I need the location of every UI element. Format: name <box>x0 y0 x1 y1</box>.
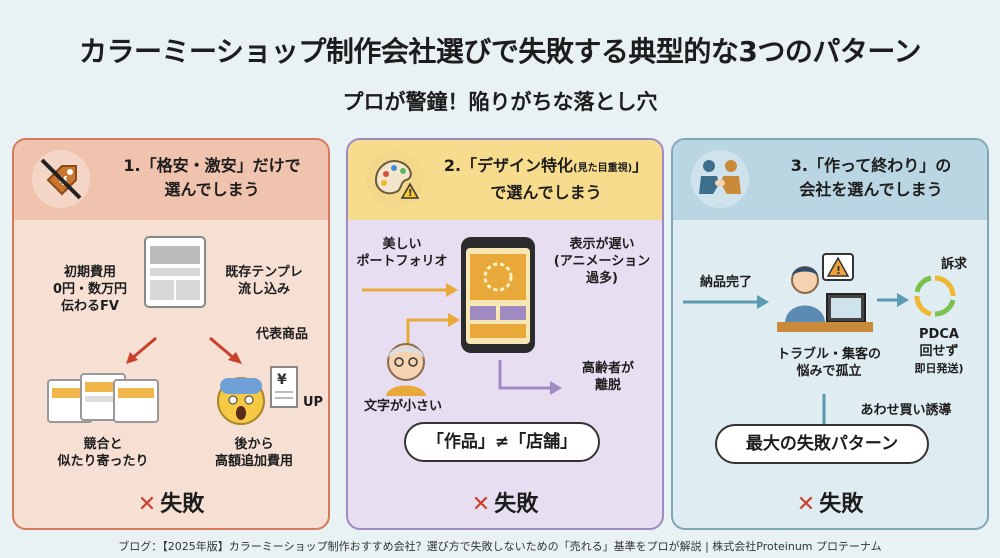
panel-header: ¥ 1.「格安・激安」だけで 選んでしまう <box>14 140 328 220</box>
panel-design-focus: ! 2.「デザイン特化(見た目重視)」 で選んでしまう 美しい ポートフォリオ … <box>346 138 664 530</box>
result-text: 失敗 <box>494 492 539 517</box>
label-up: UP <box>302 395 324 410</box>
heading-line2: 会社を選んでしまう <box>799 180 943 199</box>
result-text: 失敗 <box>819 492 864 517</box>
result-fail: ✕失敗 <box>14 486 328 518</box>
label-trouble: トラブル・集客の 悩みで孤立 <box>776 347 881 379</box>
arrow-elderly-icon <box>498 360 562 395</box>
palette-warning-icon: ! <box>366 150 424 208</box>
receipt-icon: ¥ <box>270 366 298 408</box>
result-fail: ✕失敗 <box>673 486 987 518</box>
heading-line2: で選んでしまう <box>490 183 602 202</box>
arrow-delivery-icon <box>683 295 769 309</box>
panel-header: ! 2.「デザイン特化(見た目重視)」 で選んでしまう <box>348 140 662 220</box>
label-pdca: PDCA 回せず 即日発送) <box>914 327 964 375</box>
similar-shops-icon <box>47 373 159 423</box>
heading-line2: 選んでしまう <box>164 180 260 199</box>
bubble-work-vs-store: 「作品」≠「店舗」 <box>404 422 600 462</box>
no-price-tag-icon: ¥ <box>32 150 90 208</box>
worried-worker-icon: ! <box>777 253 873 332</box>
shocked-face-icon <box>217 377 265 425</box>
heading-line1: 2.「デザイン特化(見た目重視)」 <box>443 156 649 175</box>
label-cross-sell: あわせ買い誘導 <box>860 403 952 418</box>
label-template: 既存テンプレ 流し込み <box>225 265 303 297</box>
footer-source: ブログ：【2025年版】カラーミーショップ制作おすすめ会社？選び方で失敗しないた… <box>118 540 882 553</box>
bubble-worst-pattern: 最大の失敗パターン <box>715 424 929 464</box>
label-extra-cost: 後から 高額追加費用 <box>214 437 293 469</box>
pdca-cycle-icon <box>914 275 956 317</box>
panel-heading: 2.「デザイン特化(見た目重視)」 で選んでしまう <box>430 154 662 205</box>
panel-cheap-price: ¥ 1.「格安・激安」だけで 選んでしまう 初期費用 0円・数万円 伝わるFV … <box>12 138 330 530</box>
smartphone-icon <box>461 237 535 353</box>
arrow-portfolio-icon <box>362 283 458 297</box>
label-appeal: 訴求 <box>940 257 967 272</box>
fail-x-icon: ✕ <box>471 492 491 517</box>
label-portfolio: 美しい ポートフォリオ <box>356 237 448 269</box>
arrow-right-icon <box>209 336 242 364</box>
arrow-left-icon <box>126 336 157 364</box>
label-delivery: 納品完了 <box>699 275 752 290</box>
label-elderly: 高齢者が 離脱 <box>581 361 634 393</box>
heading-line1: 1.「格安・激安」だけで <box>123 156 301 175</box>
fail-x-icon: ✕ <box>137 492 157 517</box>
svg-text:!: ! <box>408 188 413 199</box>
page-subtitle: プロが警鐘！陥りがちな落とし穴 <box>342 90 658 114</box>
result-fail: ✕失敗 <box>348 486 662 518</box>
heading-line1: 3.「作って終わり」の <box>790 156 952 175</box>
label-similar: 競合と 似たり寄ったり <box>57 437 149 469</box>
arrow-pdca-icon <box>877 293 909 307</box>
page-title: カラーミーショップ制作会社選びで失敗する典型的な3つのパターン <box>78 35 922 68</box>
elderly-person-icon <box>386 343 426 396</box>
svg-text:!: ! <box>836 264 841 277</box>
fail-x-icon: ✕ <box>796 492 816 517</box>
label-product: 代表商品 <box>255 327 308 342</box>
panel-build-and-done: 3.「作って終わり」の 会社を選んでしまう 納品完了 ! トラブル・集客の 悩み… <box>671 138 989 530</box>
template-wireframe-icon <box>144 236 206 308</box>
panel-heading: 1.「格安・激安」だけで 選んでしまう <box>96 154 328 202</box>
handshake-icon <box>691 150 749 208</box>
result-text: 失敗 <box>160 492 205 517</box>
panel-header: 3.「作って終わり」の 会社を選んでしまう <box>673 140 987 220</box>
arrow-small-text-icon <box>406 313 460 346</box>
panel-heading: 3.「作って終わり」の 会社を選んでしまう <box>755 154 987 202</box>
label-slow: 表示が遅い (アニメーション 過多) <box>553 237 651 286</box>
label-small-text: 文字が小さい <box>363 399 442 414</box>
svg-text:¥: ¥ <box>277 372 287 388</box>
label-initial-cost: 初期費用 0円・数万円 伝わるFV <box>52 265 128 314</box>
